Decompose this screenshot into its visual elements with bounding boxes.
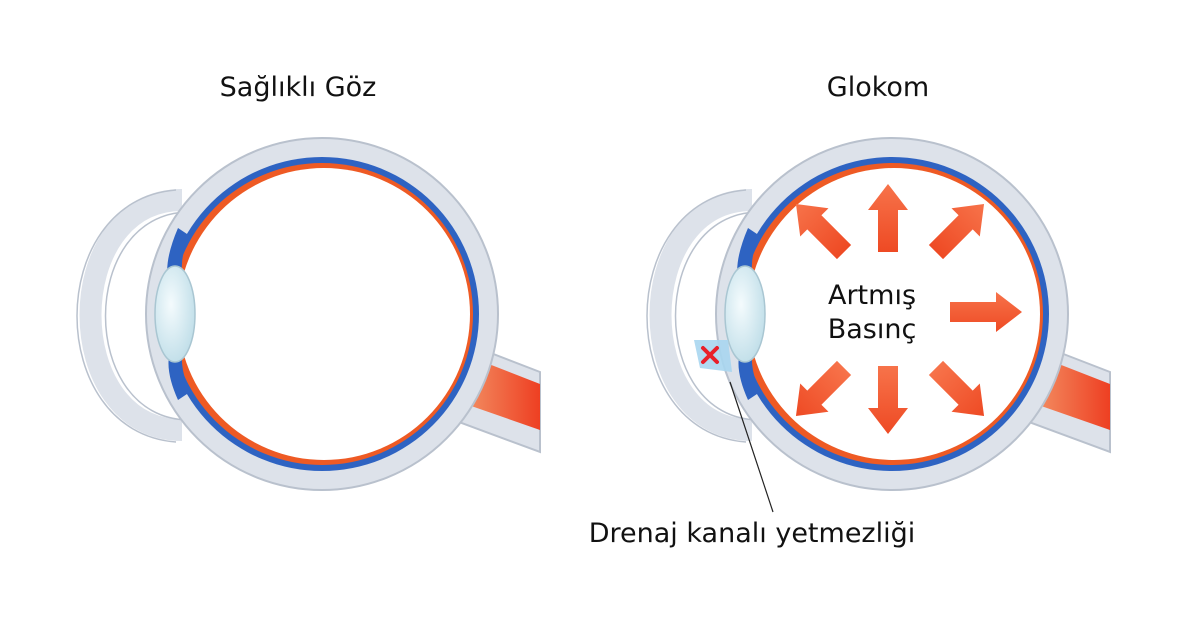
healthy-cornea bbox=[79, 189, 183, 441]
glaucoma-cornea bbox=[649, 189, 753, 441]
healthy-eye-title: Sağlıklı Göz bbox=[220, 72, 377, 103]
pressure-arrow-down-left-icon bbox=[795, 360, 852, 417]
pressure-arrow-up-left-icon bbox=[795, 203, 852, 260]
drainage-callout-line bbox=[729, 381, 774, 513]
glaucoma-eye-title: Glokom bbox=[827, 72, 929, 103]
pressure-arrows bbox=[795, 184, 1022, 434]
healthy-eye: Sağlıklı Göz bbox=[76, 72, 541, 491]
glaucoma-lens bbox=[724, 265, 766, 363]
pressure-label-line1: Artmış bbox=[828, 280, 916, 311]
healthy-lens bbox=[154, 265, 196, 363]
pressure-arrow-up-icon bbox=[868, 184, 908, 252]
pressure-arrow-down-right-icon bbox=[928, 360, 985, 417]
pressure-arrow-right-icon bbox=[950, 292, 1022, 332]
pressure-label-line2: Basınç bbox=[828, 314, 917, 345]
pressure-arrow-up-right-icon bbox=[928, 203, 985, 260]
pressure-arrow-down-icon bbox=[868, 366, 908, 434]
glaucoma-eye: Glokom Drenaj kanalı yetmezliği bbox=[589, 72, 1111, 549]
healthy-vitreous bbox=[178, 168, 470, 460]
blocked-drainage-x-icon bbox=[701, 346, 719, 364]
drainage-callout-label: Drenaj kanalı yetmezliği bbox=[589, 518, 916, 549]
